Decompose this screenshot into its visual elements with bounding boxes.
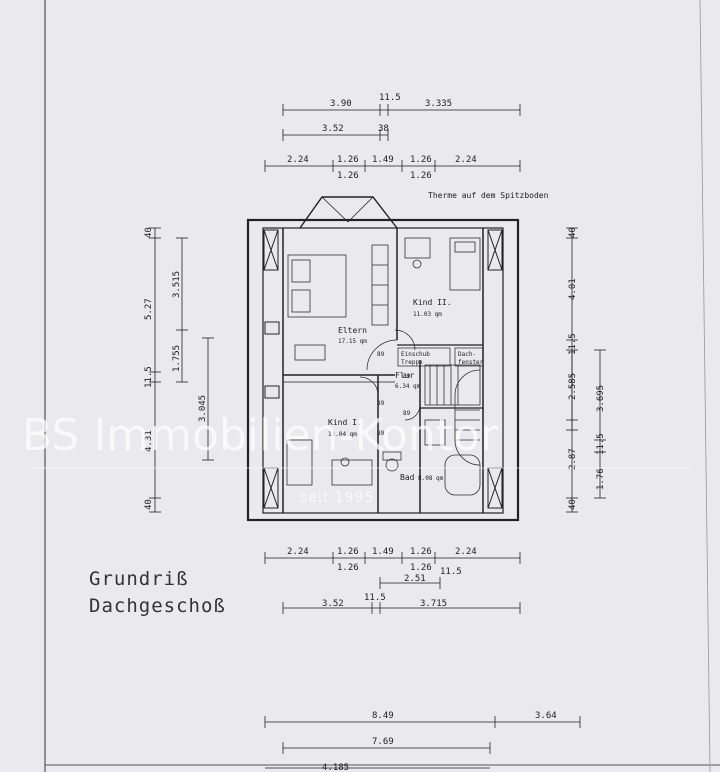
dim-right-11-5b: 11.5 <box>596 433 606 455</box>
dim-left-3-515: 3.515 <box>172 271 182 298</box>
dim-foot-3-64: 3.64 <box>535 711 557 721</box>
dim-bot-2-24b: 2.24 <box>455 547 477 557</box>
dim-left-40b: 40 <box>144 499 154 510</box>
left-dimension-chains <box>149 227 214 513</box>
dim-right-3-695: 3.695 <box>596 385 606 412</box>
plan-title-line2: Dachgeschoß <box>89 595 226 617</box>
dim-left-4-31: 4.31 <box>144 430 154 452</box>
side-dormers <box>263 229 503 509</box>
dach-line2: fenster <box>458 359 484 366</box>
dim-bot-3-715: 3.715 <box>420 599 447 609</box>
room-eltern-name: Eltern <box>338 326 367 335</box>
dim-top-3-90: 3.90 <box>330 99 352 109</box>
dim-top-2-24a: 2.24 <box>287 155 309 165</box>
room-bad-name: Bad <box>400 473 415 482</box>
dim-top-1-26a: 1.26 <box>337 155 359 165</box>
dim-foot-4-185: 4.185 <box>322 763 349 772</box>
therme-note: Therme auf dem Spitzboden <box>428 191 549 200</box>
dim-right-40b: 40 <box>568 499 578 510</box>
dim-right-40a: 40 <box>568 227 578 238</box>
dim-bot-3-52: 3.52 <box>322 599 344 609</box>
dim-right-1-76: 1.76 <box>596 468 606 490</box>
dim-left-11-5: 11.5 <box>144 366 154 388</box>
sheet-edge-right <box>699 0 711 772</box>
door-width-4: 89 <box>403 410 411 417</box>
right-dimension-chains <box>566 227 606 513</box>
dim-bot-1-49: 1.49 <box>372 547 394 557</box>
watermark-sub: seit 1995 <box>300 490 374 506</box>
dim-left-40a: 40 <box>144 227 154 238</box>
room-kind1-name: Kind I. <box>328 418 362 427</box>
dim-foot-8-49: 8.49 <box>372 711 394 721</box>
dim-bot-sub-11-5: 11.5 <box>440 567 462 577</box>
room-flur-name: Flur <box>395 371 414 380</box>
door-width-3: 89 <box>377 400 385 407</box>
dim-bot-1-26a: 1.26 <box>337 547 359 557</box>
top-dimension-chains <box>264 104 521 172</box>
dim-top-1-49: 1.49 <box>372 155 394 165</box>
dim-bot-2-24a: 2.24 <box>287 547 309 557</box>
dim-bot-sub-1-26b: 1.26 <box>410 563 432 573</box>
dim-right-4-01: 4.01 <box>568 278 578 300</box>
dim-foot-7-69: 7.69 <box>372 737 394 747</box>
watermark-text: BS Immobilien-Kontor <box>22 410 499 461</box>
dim-top-sub-1-26a: 1.26 <box>337 171 359 181</box>
dach-line1: Dach- <box>458 351 476 358</box>
room-eltern-area: 17.15 qm <box>338 338 367 345</box>
dim-left-5-27: 5.27 <box>144 298 154 320</box>
dim-bot-sub-1-26a: 1.26 <box>337 563 359 573</box>
dim-right-2-87: 2.87 <box>568 448 578 470</box>
dim-top-3-52: 3.52 <box>322 124 344 134</box>
building-walls <box>246 196 520 522</box>
room-kind2-name: Kind II. <box>413 298 452 307</box>
door-width-2: 89 <box>403 373 411 380</box>
einschub-box <box>397 347 451 367</box>
room-kind1-area: 13.04 qm <box>328 431 357 438</box>
dim-bot-1-26b: 1.26 <box>410 547 432 557</box>
dim-top-38: 38 <box>378 124 389 134</box>
furniture <box>286 237 481 496</box>
dim-right-11-5a: 11.5 <box>568 333 578 355</box>
dim-top-1-26b: 1.26 <box>410 155 432 165</box>
door-width-5: 89 <box>377 430 385 437</box>
dim-top-sub-1-26b: 1.26 <box>410 171 432 181</box>
einschub-line2: Treppe <box>401 359 423 366</box>
room-bad-area: 8.08 qm <box>418 475 444 482</box>
dim-top-3-335: 3.335 <box>425 99 452 109</box>
room-kind2-area: 11.03 qm <box>413 311 442 318</box>
door-width-1: 89 <box>377 351 385 358</box>
dim-top-2-24b: 2.24 <box>455 155 477 165</box>
dim-left-1-755: 1.755 <box>172 345 182 372</box>
dachfenster-box <box>454 347 484 367</box>
plan-title-line1: Grundriß <box>89 568 189 590</box>
room-flur-area: 6.34 qm <box>395 383 421 390</box>
dim-right-2-585: 2.585 <box>568 373 578 400</box>
footer-dimension-chains <box>264 716 581 769</box>
bottom-dimension-chains <box>264 552 521 614</box>
dim-bot-11-5: 11.5 <box>364 593 386 603</box>
einschub-line1: Einschub <box>401 351 430 358</box>
dim-top-11-5: 11.5 <box>379 93 401 103</box>
dim-bot-2-51: 2.51 <box>404 574 426 584</box>
dim-left-3-045: 3.045 <box>198 395 208 422</box>
